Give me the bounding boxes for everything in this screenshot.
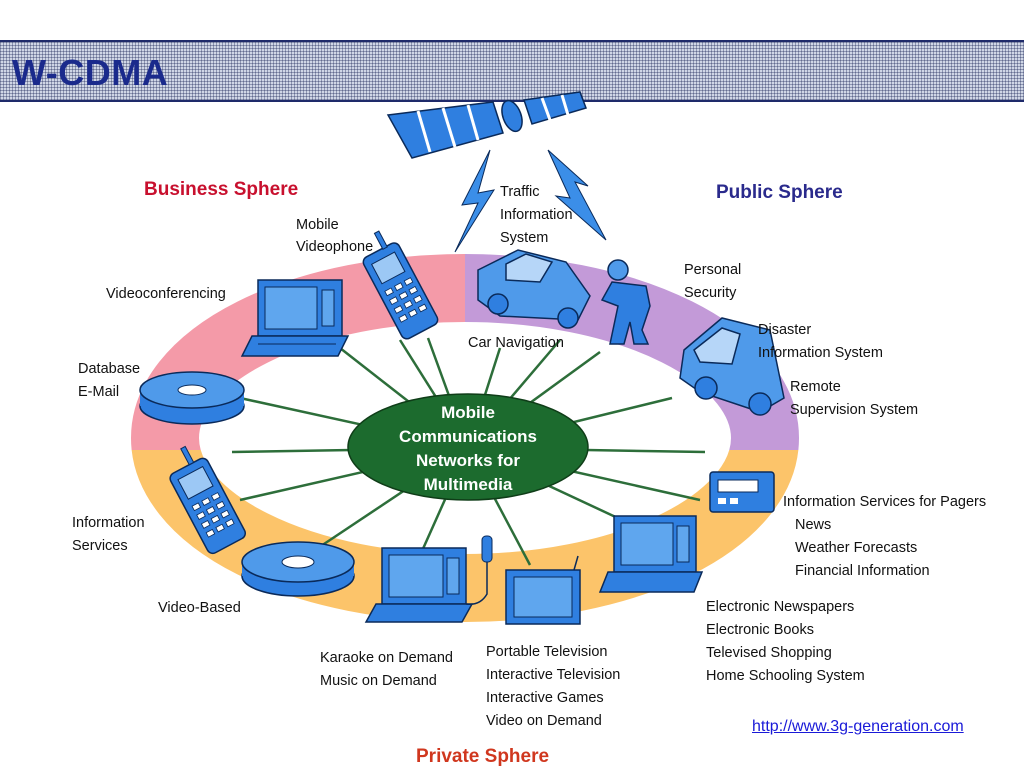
label-pagers-1: Information Services for Pagers <box>783 494 986 510</box>
label-newspapers-3: Televised Shopping <box>706 645 832 661</box>
center-line-1: Mobile <box>441 403 495 422</box>
label-newspapers-4: Home Schooling System <box>706 668 865 684</box>
mobile-phone-icon <box>362 230 439 340</box>
label-television-3: Interactive Games <box>486 690 604 706</box>
ring-business-segment <box>131 254 465 450</box>
satellite-icon <box>386 91 587 159</box>
laptop-icon <box>364 547 474 623</box>
header-bar <box>0 40 1024 102</box>
slide-title: W-CDMA <box>12 52 169 93</box>
lightning-icon <box>547 149 607 241</box>
lightning-icon <box>454 149 496 253</box>
label-email: E-Mail <box>78 384 119 400</box>
label-remote-1: Remote <box>790 379 841 395</box>
label-videoconferencing: Videoconferencing <box>106 286 226 302</box>
label-disaster-1: Disaster <box>758 322 811 338</box>
label-television-4: Video on Demand <box>486 713 602 729</box>
disc-icon <box>139 371 245 425</box>
public-sphere-title: Public Sphere <box>716 182 843 203</box>
ring-public-segment <box>465 254 799 450</box>
center-line-2: Communications <box>399 427 537 446</box>
source-link[interactable]: http://www.3g-generation.com <box>752 718 964 735</box>
label-disaster-2: Information System <box>758 345 883 361</box>
center-line-3: Networks for <box>416 451 520 470</box>
label-information-services-1: Information <box>72 515 145 531</box>
label-information-services-2: Services <box>72 538 128 554</box>
disc-icon <box>241 541 355 597</box>
laptop-icon <box>240 279 350 357</box>
car-icon <box>477 249 591 329</box>
microphone-icon <box>465 535 493 606</box>
label-database: Database <box>78 361 140 377</box>
television-icon <box>505 555 581 625</box>
label-pagers-3: Weather Forecasts <box>795 540 917 556</box>
laptop-icon <box>598 515 704 593</box>
label-traffic-info-2: Information <box>500 207 573 223</box>
van-icon <box>679 317 785 416</box>
pager-icon <box>709 471 775 513</box>
label-personal-security-2: Security <box>684 285 737 301</box>
label-car-navigation: Car Navigation <box>468 335 564 351</box>
label-newspapers-1: Electronic Newspapers <box>706 599 854 615</box>
label-personal-security-1: Personal <box>684 262 741 278</box>
label-pagers-4: Financial Information <box>795 563 930 579</box>
business-sphere-title: Business Sphere <box>144 179 298 200</box>
center-hub: Mobile Communications Networks for Multi… <box>347 393 589 501</box>
label-mobile-videophone-1: Mobile <box>296 217 339 233</box>
label-traffic-info-1: Traffic <box>500 184 539 200</box>
person-icon <box>600 259 651 345</box>
label-pagers-2: News <box>795 517 831 533</box>
label-mobile-videophone-2: Videophone <box>296 239 373 255</box>
label-karaoke-1: Karaoke on Demand <box>320 650 453 666</box>
label-newspapers-2: Electronic Books <box>706 622 814 638</box>
center-line-4: Multimedia <box>424 475 513 494</box>
label-television-1: Portable Television <box>486 644 607 660</box>
label-karaoke-2: Music on Demand <box>320 673 437 689</box>
label-traffic-info-3: System <box>500 230 548 246</box>
label-remote-2: Supervision System <box>790 402 918 418</box>
label-television-2: Interactive Television <box>486 667 620 683</box>
mobile-phone-icon <box>169 445 247 555</box>
label-video-based: Video-Based <box>158 600 241 616</box>
private-sphere-title: Private Sphere <box>416 746 549 767</box>
